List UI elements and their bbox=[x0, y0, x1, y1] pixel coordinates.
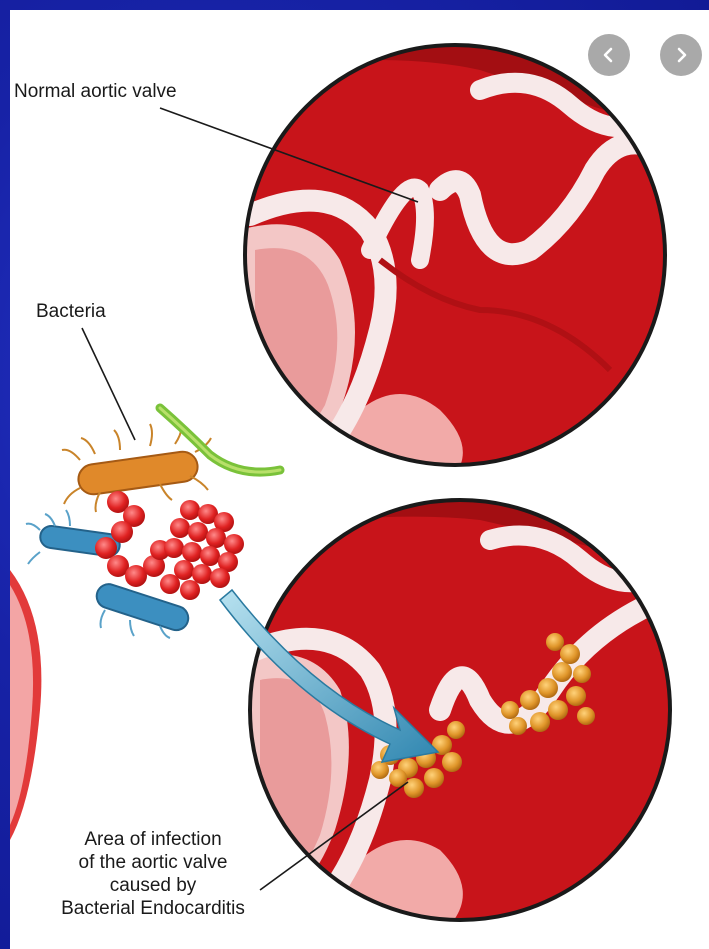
chevron-left-icon bbox=[600, 46, 618, 64]
leader-line-bacteria bbox=[82, 328, 135, 440]
infection-line: of the aortic valve bbox=[18, 851, 288, 874]
previous-image-button[interactable] bbox=[588, 34, 630, 76]
label-normal-aortic-valve: Normal aortic valve bbox=[14, 80, 177, 103]
chevron-right-icon bbox=[672, 46, 690, 64]
endocarditis-illustration bbox=[10, 10, 709, 949]
label-infection-area: Area of infection of the aortic valve ca… bbox=[18, 828, 288, 920]
infection-line: Bacterial Endocarditis bbox=[18, 897, 288, 920]
next-image-button[interactable] bbox=[660, 34, 702, 76]
infection-line: caused by bbox=[18, 874, 288, 897]
label-bacteria: Bacteria bbox=[36, 300, 106, 323]
infected-valve-magnifier bbox=[245, 495, 675, 925]
infection-line: Area of infection bbox=[18, 828, 288, 851]
image-panel: Normal aortic valve Bacteria Area of inf… bbox=[10, 10, 709, 949]
